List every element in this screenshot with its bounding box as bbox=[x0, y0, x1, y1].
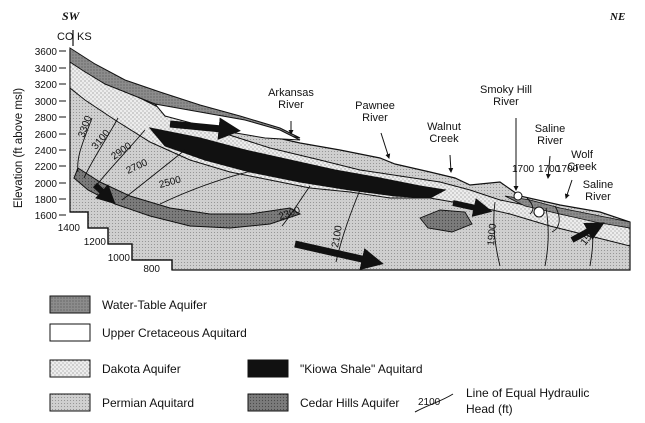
legend-swatch bbox=[49, 323, 91, 342]
head-contour-lines bbox=[77, 117, 594, 267]
legend-label: Upper Cretaceous Aquitard bbox=[102, 326, 247, 340]
head-legend-line bbox=[414, 393, 454, 413]
feature-label-line1: Walnut bbox=[427, 121, 461, 133]
y-tick-label: 1800 bbox=[35, 195, 58, 206]
y-tick-label: 3600 bbox=[35, 47, 58, 58]
step-label: 1400 bbox=[58, 223, 81, 234]
head-legend: 2100 Line of Equal Hydraulic Head (ft) bbox=[414, 386, 589, 416]
legend-item-permian: Permian Aquitard bbox=[49, 393, 194, 412]
state-right-label: KS bbox=[77, 31, 92, 43]
feature-label-line1: Pawnee bbox=[355, 100, 395, 112]
lens-right bbox=[419, 209, 473, 233]
feature-label-line2: Creek bbox=[567, 161, 597, 173]
feature-label-line1: Wolf bbox=[571, 149, 594, 161]
feature-label-line1: Arkansas bbox=[268, 87, 314, 99]
legend-item-dakota: Dakota Aquifer bbox=[49, 359, 181, 378]
orientation-left-label: SW bbox=[62, 9, 81, 23]
legend-item-water-table: Water-Table Aquifer bbox=[49, 295, 207, 314]
marker-circle-2 bbox=[513, 191, 523, 201]
feature-label-line2: River bbox=[362, 112, 388, 124]
legend-item-cretaceous: Upper Cretaceous Aquitard bbox=[49, 323, 247, 342]
state-left-label: CO bbox=[57, 31, 74, 43]
feature-label-line2: River bbox=[585, 191, 611, 203]
contour-label: 2100 bbox=[330, 224, 345, 248]
contour-label: 1700 bbox=[556, 164, 579, 175]
legend-swatch bbox=[247, 359, 289, 378]
feature-label-line2: River bbox=[278, 99, 304, 111]
legend-label: Cedar Hills Aquifer bbox=[300, 396, 399, 410]
flow-arrow-4 bbox=[452, 198, 493, 217]
y-axis-ticks: 3600 3400 3200 3000 2800 2600 2400 2200 2000 1800… bbox=[35, 47, 66, 222]
permian-aquitard-region bbox=[69, 48, 631, 271]
contour-label: 1700 bbox=[512, 164, 535, 175]
feature-label-line2: River bbox=[493, 96, 519, 108]
y-tick-label: 3200 bbox=[35, 80, 58, 91]
legend-item-kiowa: "Kiowa Shale" Aquitard bbox=[247, 359, 423, 378]
y-tick-label: 3000 bbox=[35, 97, 58, 108]
feature-pointer-arrow bbox=[564, 179, 573, 199]
y-tick-label: 2000 bbox=[35, 179, 58, 190]
feature-label-line2: Creek bbox=[429, 133, 459, 145]
y-tick-label: 2800 bbox=[35, 113, 58, 124]
feature-pointer-arrow bbox=[448, 154, 454, 173]
y-axis-title: Elevation (ft above msl) bbox=[13, 88, 25, 208]
flow-arrow-5 bbox=[570, 222, 605, 243]
kiowa-shale-aquitard-region bbox=[148, 127, 447, 199]
orientation-right-label: NE bbox=[609, 11, 625, 23]
legend-swatch bbox=[49, 359, 91, 378]
y-tick-label: 2600 bbox=[35, 130, 58, 141]
feature-pointer-arrow bbox=[380, 132, 391, 159]
y-tick-label: 3400 bbox=[35, 64, 58, 75]
step-label: 800 bbox=[143, 264, 160, 275]
legend-swatch bbox=[247, 393, 289, 412]
legend-label: Permian Aquitard bbox=[102, 396, 194, 410]
head-legend-sample: 2100 bbox=[418, 397, 441, 408]
y-tick-label: 1600 bbox=[35, 211, 58, 222]
cross-section-body bbox=[69, 47, 631, 271]
legend-label: "Kiowa Shale" Aquitard bbox=[300, 362, 423, 376]
feature-label-line2: River bbox=[537, 135, 563, 147]
feature-label-line1: Saline bbox=[583, 179, 614, 191]
flow-arrow-1 bbox=[169, 117, 241, 140]
legend-swatch bbox=[49, 295, 91, 314]
contour-label: 1700 bbox=[538, 164, 561, 175]
legend-label: Water-Table Aquifer bbox=[102, 298, 207, 312]
y-tick-label: 2200 bbox=[35, 162, 58, 173]
step-label: 1200 bbox=[84, 237, 107, 248]
step-label: 1000 bbox=[108, 253, 131, 264]
feature-pointer-arrow bbox=[545, 155, 551, 179]
flow-arrow-3 bbox=[294, 240, 384, 270]
flow-arrow-2 bbox=[92, 182, 116, 205]
feature-label-line1: Saline bbox=[535, 123, 566, 135]
marker-circle-1 bbox=[533, 206, 545, 218]
y-tick-label: 2400 bbox=[35, 146, 58, 157]
head-legend-label-1: Line of Equal Hydraulic bbox=[466, 386, 589, 400]
legend-item-cedar: Cedar Hills Aquifer bbox=[247, 393, 399, 412]
contour-label: 1900 bbox=[486, 223, 499, 247]
legend-swatch bbox=[49, 393, 91, 412]
head-legend-label-2: Head (ft) bbox=[466, 402, 513, 416]
legend-label: Dakota Aquifer bbox=[102, 362, 181, 376]
feature-label-line1: Smoky Hill bbox=[480, 84, 532, 96]
basement-step-outline bbox=[70, 211, 173, 270]
